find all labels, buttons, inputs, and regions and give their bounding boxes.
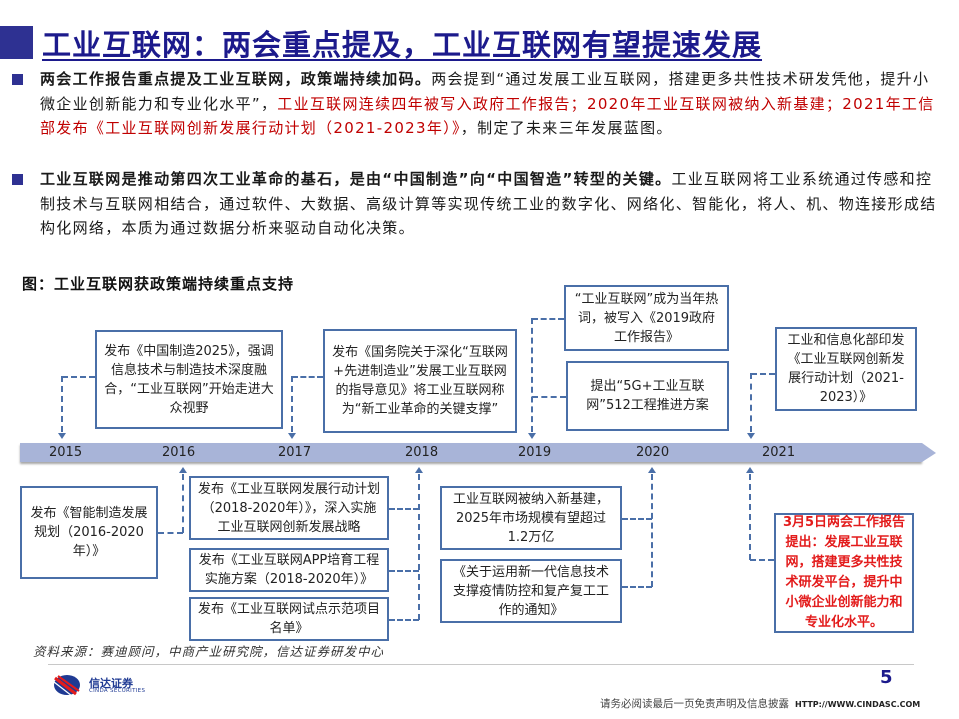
- connector: [532, 318, 564, 320]
- footer-disclaimer: 请务必阅读最后一页免责声明及信息披露 HTTP://WWW.CINDASC.COM: [600, 696, 920, 711]
- bullet-square-icon: [12, 174, 23, 185]
- arrow-up-icon: [179, 467, 187, 473]
- figure-caption: 图：工业互联网获政策端持续重点支持: [22, 275, 295, 293]
- cinda-logo-icon: [53, 675, 80, 696]
- website-link[interactable]: HTTP://WWW.CINDASC.COM: [795, 700, 921, 709]
- bullet-2-body: 工业互联网将工业系统通过传感和控制技术与互联网相结合，通过软件、大数据、高级计算…: [40, 170, 937, 237]
- event-2021-two-sessions-report: 3月5日两会工作报告提出：发展工业互联网，搭建更多共性技术研发平台，提升中小微企…: [774, 513, 914, 633]
- connector: [62, 376, 95, 378]
- event-2015-made-in-china-2025: 发布《中国制造2025》，强调信息技术与制造技术深度融合，“工业互联网”开始走进…: [95, 330, 283, 429]
- connector: [751, 373, 775, 375]
- event-2019-hot-word: “工业互联网”成为当年热词，被写入《2019政府工作报告》: [564, 285, 729, 351]
- event-2021-action-plan: 工业和信息化部印发《工业互联网创新发展行动计划（2021-2023）》: [775, 327, 917, 411]
- connector: [291, 376, 293, 432]
- year-2019: 2019: [518, 445, 552, 460]
- event-2018-app-plan: 发布《工业互联网APP培育工程实施方案（2018-2020年）》: [189, 548, 389, 592]
- connector: [532, 396, 566, 398]
- year-2017: 2017: [278, 445, 312, 460]
- bullet-2: 工业互联网是推动第四次工业革命的基石，是由“中国制造”向“中国智造”转型的关键。…: [12, 167, 940, 241]
- timeline-bar: [20, 443, 922, 462]
- connector: [418, 474, 420, 620]
- year-2015: 2015: [49, 445, 83, 460]
- event-2019-5g-512: 提出“5G+工业互联网”512工程推进方案: [566, 361, 729, 431]
- event-2020-new-infrastructure: 工业互联网被纳入新基建，2025年市场规模有望超过1.2万亿: [440, 486, 622, 550]
- connector: [158, 532, 183, 534]
- figure-source: 资料来源：赛迪顾问，中商产业研究院，信达证券研发中心: [33, 644, 385, 659]
- connector: [292, 376, 323, 378]
- bullet-1-highlight: 工业互联网连续四年被写入政府工作报告；2020年工业互联网被纳入新基建；2021…: [40, 94, 935, 138]
- footer-divider: [48, 664, 914, 665]
- arrow-down-icon: [528, 433, 536, 439]
- title-marker: [0, 26, 33, 59]
- arrow-up-icon: [415, 467, 423, 473]
- event-2017-state-council-guidance: 发布《国务院关于深化“互联网+先进制造业”发展工业互联网的指导意见》将工业互联网…: [323, 329, 517, 433]
- connector: [622, 586, 652, 588]
- connector: [389, 508, 419, 510]
- connector: [389, 619, 419, 621]
- disclaimer-text: 请务必阅读最后一页免责声明及信息披露: [600, 698, 789, 710]
- year-2021: 2021: [762, 445, 796, 460]
- bullet-1-tail: ，制定了未来三年发展蓝图。: [460, 119, 673, 137]
- year-2020: 2020: [636, 445, 670, 460]
- connector: [749, 474, 751, 560]
- bullet-1-body: 两会提到“通过发展工业互联网，搭建更多共性技术研发凭他，提升小微企业创新能力和专…: [40, 70, 930, 113]
- bullet-1: 两会工作报告重点提及工业互联网，政策端持续加码。两会提到“通过发展工业互联网，搭…: [12, 67, 940, 141]
- connector: [389, 570, 419, 572]
- arrow-down-icon: [58, 433, 66, 439]
- connector: [531, 318, 533, 432]
- year-2016: 2016: [162, 445, 196, 460]
- logo-text-en: CINDA SECURITIES: [89, 688, 146, 694]
- event-2016-smart-manufacturing-plan: 发布《智能制造发展规划（2016-2020年）》: [20, 486, 158, 579]
- bullet-1-lead: 两会工作报告重点提及工业互联网，政策端持续加码。: [40, 70, 432, 88]
- arrow-up-icon: [648, 467, 656, 473]
- connector: [622, 518, 652, 520]
- connector: [182, 474, 184, 533]
- bullet-square-icon: [12, 74, 23, 85]
- connector: [750, 373, 752, 432]
- event-2020-epidemic-notice: 《关于运用新一代信息技术支撑疫情防控和复产复工工作的通知》: [440, 559, 622, 623]
- event-2018-action-plan: 发布《工业互联网发展行动计划（2018-2020年）》，深入实施工业互联网创新发…: [189, 476, 389, 540]
- bullet-2-lead: 工业互联网是推动第四次工业革命的基石，是由“中国制造”向“中国智造”转型的关键。: [40, 170, 672, 188]
- event-2018-pilot-list: 发布《工业互联网试点示范项目名单》: [189, 597, 389, 641]
- timeline-arrow-icon: [922, 443, 936, 462]
- arrow-down-icon: [288, 433, 296, 439]
- year-2018: 2018: [405, 445, 439, 460]
- arrow-up-icon: [746, 467, 754, 473]
- connector: [750, 559, 774, 561]
- connector: [61, 376, 63, 432]
- logo-text-cn: 信达证券: [89, 677, 133, 690]
- page-number: 5: [880, 667, 893, 688]
- page-title: 工业互联网：两会重点提及，工业互联网有望提速发展: [42, 28, 763, 62]
- arrow-down-icon: [747, 433, 755, 439]
- connector: [651, 474, 653, 587]
